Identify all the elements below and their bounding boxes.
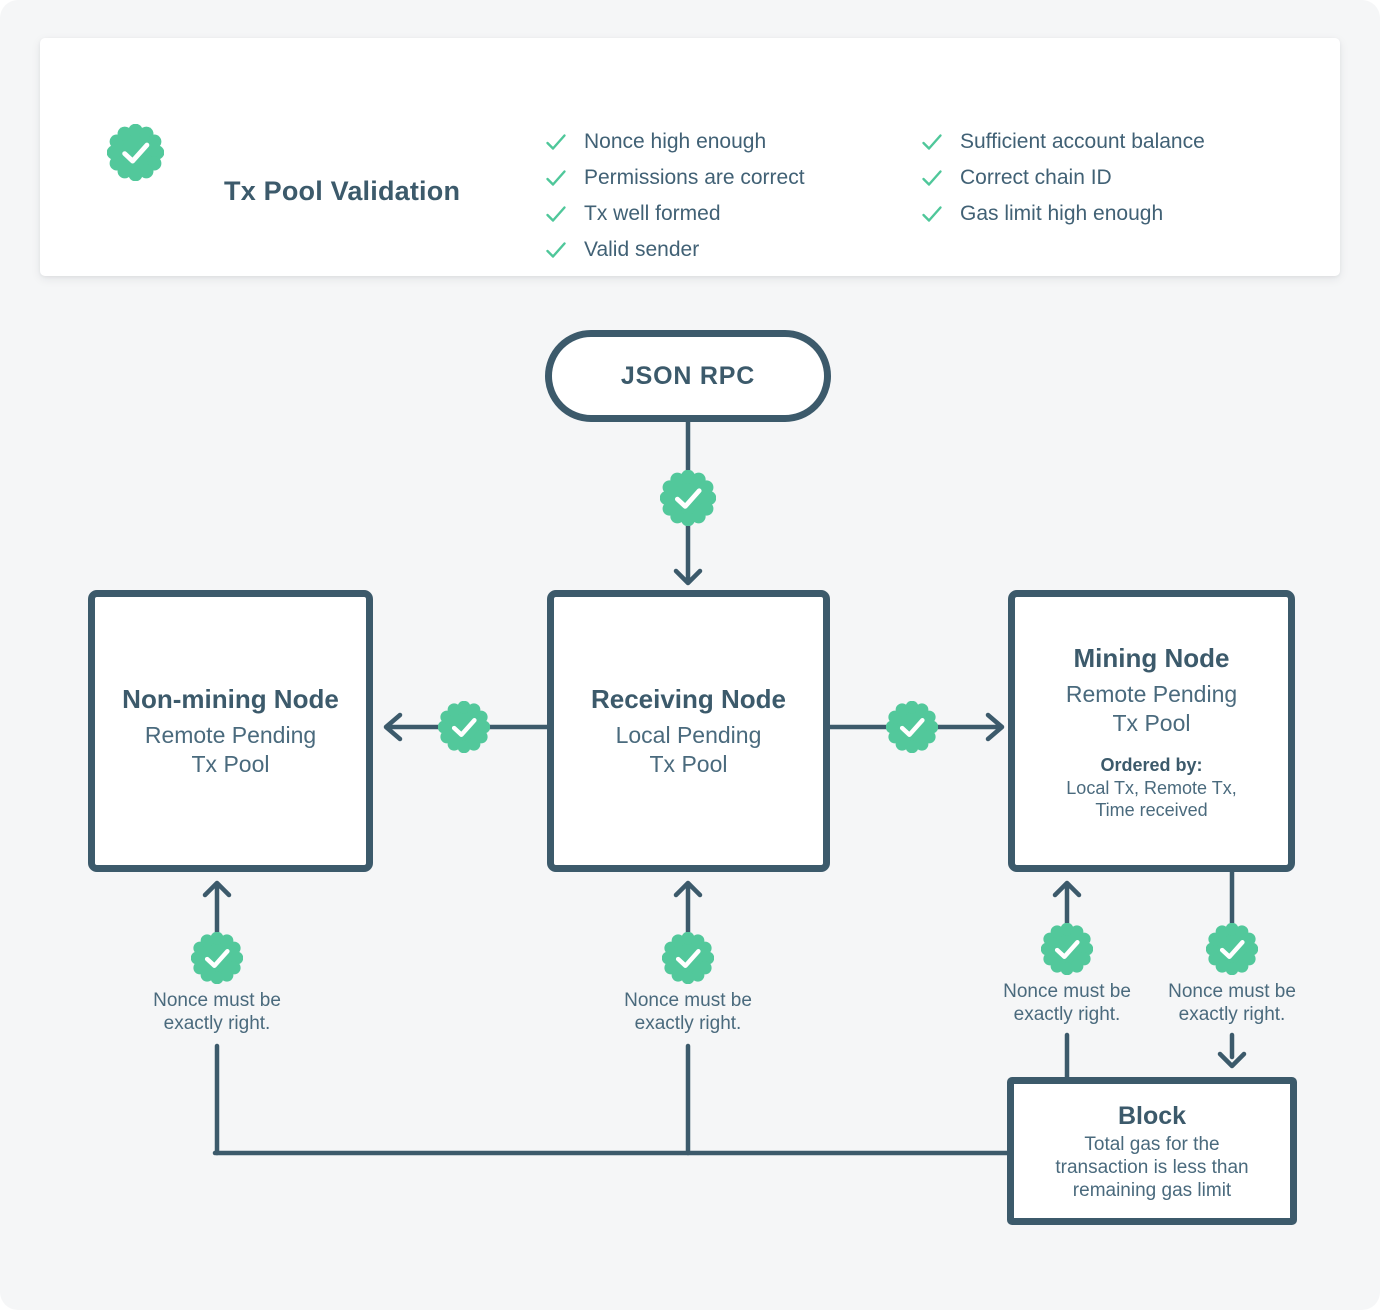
node-subtitle-line: Tx Pool — [649, 751, 728, 777]
checklist-item-label: Correct chain ID — [960, 166, 1112, 189]
seal-check-icon — [886, 701, 938, 753]
mining-node-box: Mining Node Remote Pending Tx Pool Order… — [1008, 590, 1295, 872]
validation-legend-card: Tx Pool Validation Nonce high enough Per… — [40, 38, 1340, 276]
checklist-item: Tx well formed — [544, 196, 805, 232]
seal-check-icon — [191, 932, 243, 984]
nonce-note-line: Nonce must be — [624, 990, 752, 1011]
json-rpc-label: JSON RPC — [620, 361, 756, 390]
checklist-item-label: Valid sender — [584, 238, 700, 261]
node-subtitle-line: Tx Pool — [1112, 709, 1191, 736]
seal-check-icon — [1041, 923, 1093, 975]
checklist-item-label: Gas limit high enough — [960, 202, 1164, 225]
block-body-line: remaining gas limit — [1072, 1179, 1232, 1201]
node-title: Non-mining Node — [122, 684, 339, 714]
checklist-item-label: Permissions are correct — [584, 166, 805, 189]
nonce-note: Nonce must be exactly right. — [1132, 980, 1332, 1026]
node-title: Receiving Node — [590, 684, 787, 714]
block-box: Block Total gas for the transaction is l… — [1007, 1077, 1297, 1225]
ordered-by-section: Ordered by: Local Tx, Remote Tx, Time re… — [1066, 754, 1236, 821]
json-rpc-node: JSON RPC — [545, 330, 831, 422]
block-body-line: transaction is less than — [1055, 1156, 1249, 1178]
nonce-note-line: exactly right. — [163, 1013, 271, 1034]
node-subtitle-line: Local Pending — [615, 722, 762, 748]
ordered-by-line: Time received — [1095, 799, 1208, 820]
nonce-note: Nonce must be exactly right. — [117, 989, 317, 1035]
checklist-item: Gas limit high enough — [920, 196, 1205, 232]
node-subtitle-line: Tx Pool — [191, 751, 270, 777]
nonce-note: Nonce must be exactly right. — [967, 980, 1167, 1026]
nonce-note-line: exactly right. — [1178, 1004, 1286, 1025]
node-subtitle-line: Remote Pending — [144, 722, 317, 748]
checklist-item-label: Sufficient account balance — [960, 130, 1205, 153]
ordered-by-label: Ordered by: — [1100, 754, 1203, 775]
node-title: Mining Node — [1073, 642, 1230, 673]
validation-checklist-column-1: Nonce high enough Permissions are correc… — [544, 124, 805, 268]
seal-check-icon — [660, 470, 716, 526]
card-title: Tx Pool Validation — [224, 176, 461, 206]
seal-check-icon — [1206, 923, 1258, 975]
non-mining-node-box: Non-mining Node Remote Pending Tx Pool — [88, 590, 373, 872]
block-body-line: Total gas for the — [1084, 1133, 1220, 1155]
checklist-item: Valid sender — [544, 232, 805, 268]
checklist-item-label: Tx well formed — [584, 202, 721, 225]
node-title: Block — [1117, 1101, 1187, 1130]
ordered-by-line: Local Tx, Remote Tx, — [1066, 777, 1237, 798]
seal-check-icon — [662, 932, 714, 984]
nonce-note: Nonce must be exactly right. — [588, 989, 788, 1035]
seal-check-icon — [107, 124, 164, 181]
nonce-note-line: exactly right. — [1013, 1004, 1121, 1025]
node-subtitle-line: Remote Pending — [1065, 680, 1238, 707]
nonce-note-line: Nonce must be — [1003, 981, 1131, 1002]
checklist-item: Sufficient account balance — [920, 124, 1205, 160]
checklist-item: Nonce high enough — [544, 124, 805, 160]
receiving-node-box: Receiving Node Local Pending Tx Pool — [547, 590, 830, 872]
checklist-item: Permissions are correct — [544, 160, 805, 196]
checklist-item: Correct chain ID — [920, 160, 1205, 196]
checklist-item-label: Nonce high enough — [584, 130, 767, 153]
nonce-note-line: exactly right. — [634, 1013, 742, 1034]
seal-check-icon — [438, 701, 490, 753]
nonce-note-line: Nonce must be — [1168, 981, 1296, 1002]
validation-checklist-column-2: Sufficient account balance Correct chain… — [920, 124, 1205, 232]
nonce-note-line: Nonce must be — [153, 990, 281, 1011]
